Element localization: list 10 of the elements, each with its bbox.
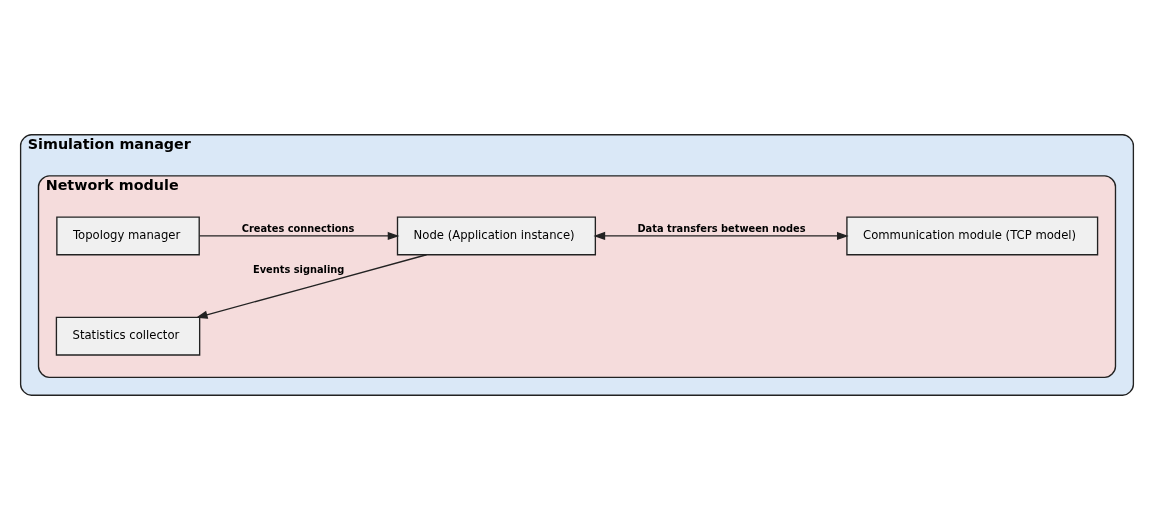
node-box: Topology manager — [56, 216, 200, 256]
edge-label: Events signaling — [252, 264, 345, 276]
edge-label: Creates connections — [241, 223, 355, 235]
arrow — [195, 254, 428, 319]
node-box: Statistics collector — [55, 316, 201, 356]
arrow — [198, 231, 400, 240]
edge-label: Data transfers between nodes — [637, 223, 806, 235]
node-box: Communication module (TCP model) — [846, 216, 1099, 256]
arrow — [593, 231, 849, 240]
node-box: Node (Application instance) — [396, 216, 596, 256]
